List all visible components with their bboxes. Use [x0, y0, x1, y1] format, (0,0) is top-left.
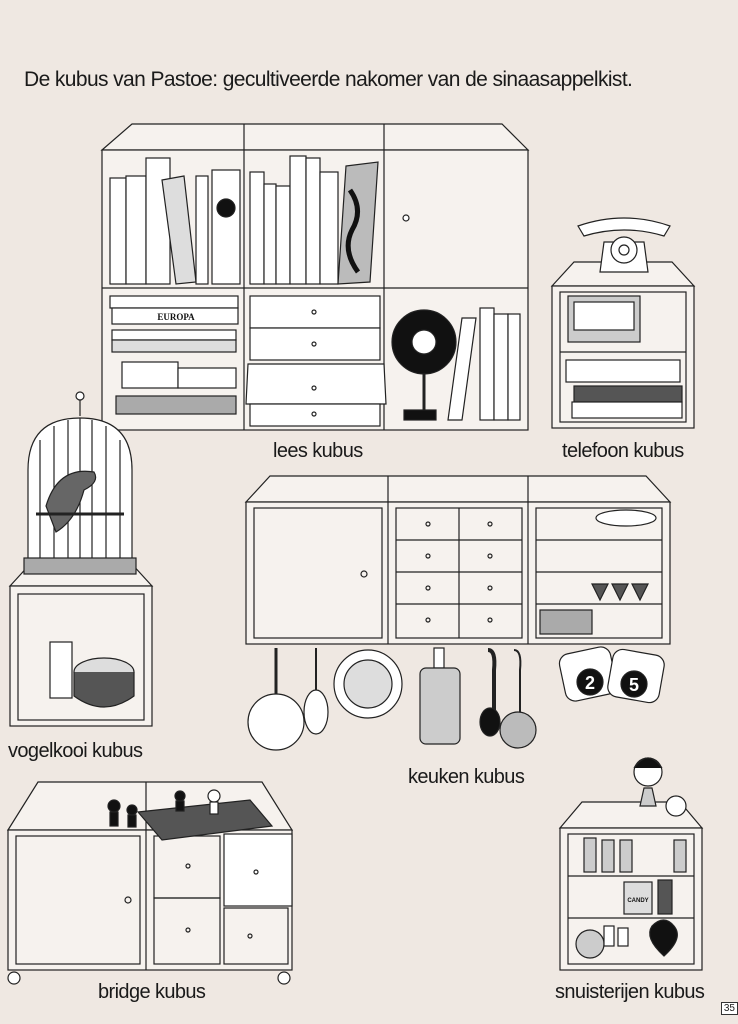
- keuken-kubus-illustration: 2 5: [244, 475, 672, 751]
- birdcage-icon: [75, 391, 85, 401]
- sieve-icon: [247, 693, 305, 751]
- lees-kubus-illustration: EUROPA: [100, 123, 530, 431]
- chess-piece-icon: [107, 799, 121, 813]
- door-knob-icon: [402, 214, 410, 222]
- page-headline: De kubus van Pastoe: gecultiveerde nakom…: [24, 68, 633, 91]
- bridge-kubus-illustration: [6, 781, 294, 985]
- mug-number-2: 5: [629, 675, 639, 695]
- skimmer-icon: [499, 711, 537, 749]
- europa-book-title: EUROPA: [157, 312, 195, 322]
- vogelkooi-kubus-illustration: [8, 391, 154, 727]
- keuken-kubus-label: keuken kubus: [408, 766, 525, 788]
- telefoon-kubus-label: telefoon kubus: [562, 440, 684, 462]
- mug-number-1: 2: [585, 673, 595, 693]
- candy-tin-icon: [623, 881, 653, 915]
- book-dot-icon: [216, 198, 236, 218]
- snuisterijen-kubus-illustration: CANDY: [558, 757, 704, 971]
- whisk-icon: [303, 689, 329, 735]
- vogelkooi-kubus-label: vogelkooi kubus: [8, 740, 143, 762]
- telefoon-kubus-illustration: [550, 217, 696, 429]
- snuisterijen-kubus-label: snuisterijen kubus: [555, 981, 705, 1003]
- page-number: 35: [720, 1002, 738, 1015]
- bridge-kubus-label: bridge kubus: [98, 981, 206, 1003]
- cutting-board-icon: [419, 667, 461, 745]
- parrot-icon: [45, 470, 97, 533]
- ladle-icon: [479, 707, 501, 737]
- candy-tin-label: CANDY: [627, 898, 648, 904]
- lees-kubus-label: lees kubus: [273, 440, 363, 462]
